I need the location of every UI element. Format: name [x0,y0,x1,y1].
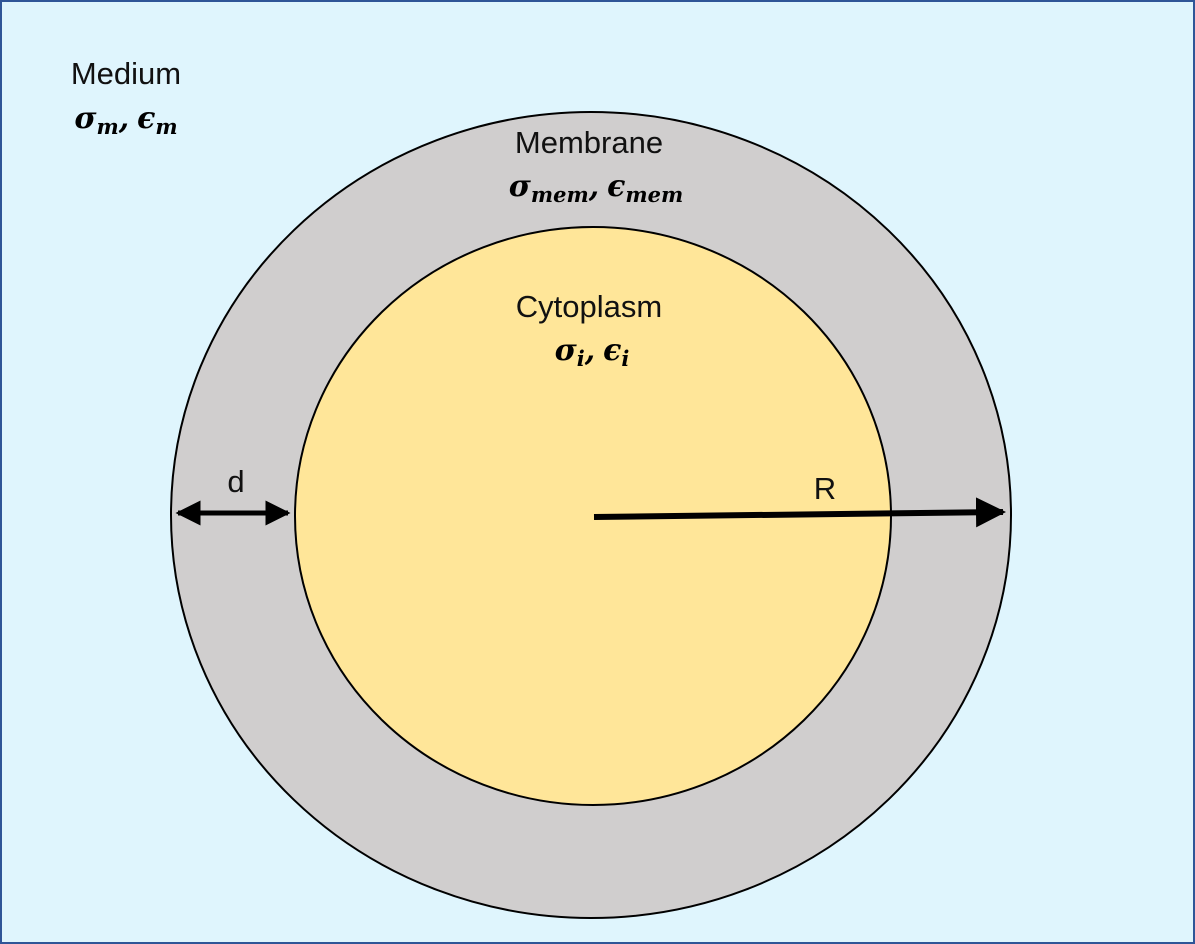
medium-properties: σm,ϵm [74,101,177,139]
cytoplasm-properties: σi,ϵi [555,333,630,371]
radius-arrow [593,497,1006,528]
cytoplasm-label: Cytoplasm [516,289,662,324]
medium-label: Medium [71,56,181,91]
radius-label: R [814,471,836,506]
membrane-properties: σmem,ϵmem [509,169,683,207]
thickness-label: d [227,464,244,499]
membrane-label: Membrane [515,125,663,160]
